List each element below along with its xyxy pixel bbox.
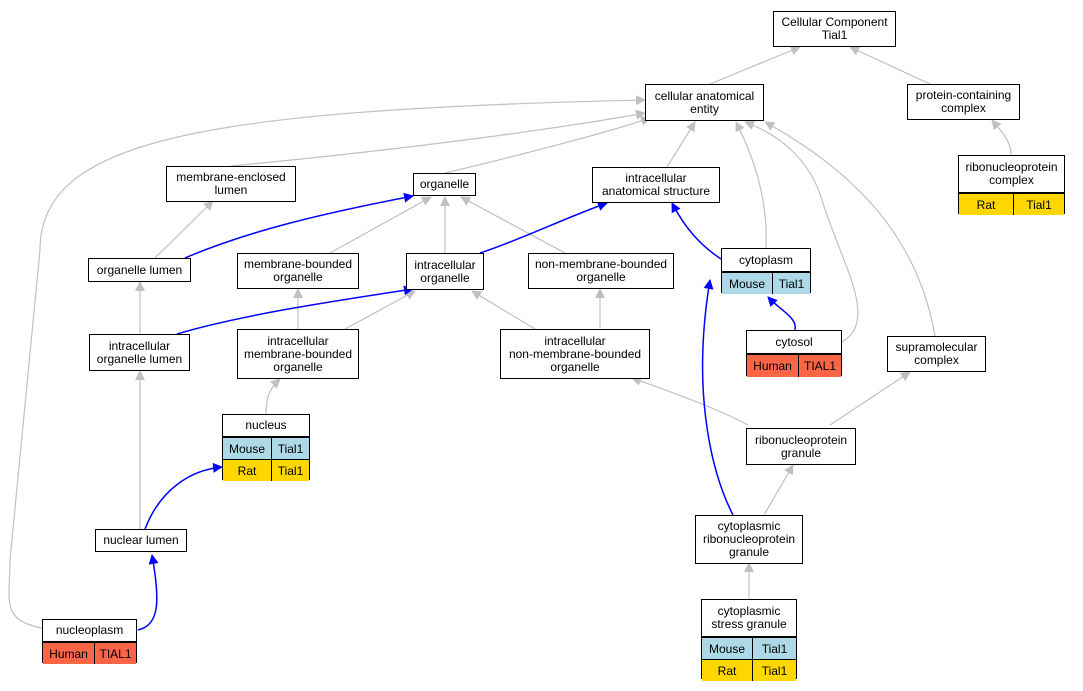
node-label: ribonucleoprotein granule	[754, 432, 848, 460]
species-cell: Mouse	[728, 276, 766, 291]
edge-rnpg-to-inmbo	[631, 376, 749, 426]
edge-nucleoplasm-to-nl-blue	[137, 554, 159, 631]
edge-mel-to-entity	[230, 109, 646, 167]
term-label: ribonucleoprotein complex	[959, 156, 1064, 193]
edge-ias-to-entity	[666, 121, 696, 168]
term-cytoplasmic-stress-granule[interactable]: cytoplasmic stress granule Mouse Tial1 R…	[701, 599, 797, 681]
node-label: intracellular membrane-bounded organelle	[243, 333, 353, 374]
edge-cytosol-to-entity	[744, 120, 859, 343]
node-label: membrane-enclosed lumen	[176, 170, 286, 197]
gene-cell: TIAL1	[798, 355, 841, 377]
edge-cytoplasm-to-entity	[735, 121, 767, 249]
node-nuclear-lumen[interactable]: nuclear lumen	[95, 529, 187, 552]
term-label: cytoplasm	[722, 249, 810, 272]
node-label: intracellular non-membrane-bounded organ…	[508, 333, 642, 374]
node-protein-containing-complex[interactable]: protein-containing complex	[907, 84, 1020, 120]
node-label: cytoplasmic ribonucleoprotein granule	[702, 519, 796, 559]
term-ribonucleoprotein-complex[interactable]: ribonucleoprotein complex Rat Tial1	[958, 155, 1065, 215]
edge-crnpg-to-cytoplasm-blue	[701, 279, 734, 516]
edge-inmbo-to-io	[471, 290, 536, 330]
node-label: intracellular anatomical structure	[601, 171, 711, 198]
node-label: membrane-bounded organelle	[243, 257, 353, 284]
edge-smc-to-entity	[764, 121, 936, 337]
species-cell: Rat	[717, 663, 737, 678]
node-cytoplasmic-ribonucleoprotein-granule[interactable]: cytoplasmic ribonucleoprotein granule	[695, 515, 803, 564]
node-label: non-membrane-bounded organelle	[534, 257, 668, 284]
node-label: organelle	[419, 177, 470, 191]
edge-cytoplasm-to-ias-blue	[671, 202, 722, 260]
species-cell: Rat	[976, 197, 996, 212]
edge-nucleus-to-imbo	[265, 378, 281, 415]
node-intracellular-anatomical-structure[interactable]: intracellular anatomical structure	[592, 167, 720, 203]
edge-ol-to-organelle-blue	[184, 192, 414, 259]
edge-nmbo-to-organelle	[460, 196, 566, 254]
gene-cell: Tial1	[752, 638, 796, 659]
term-cytosol[interactable]: cytosol Human TIAL1	[746, 330, 842, 377]
term-label: cytoplasmic stress granule	[702, 600, 796, 637]
edge-nucleoplasm-to-entity	[8, 95, 646, 629]
edge-cytosol-to-cytoplasm-blue	[767, 296, 796, 331]
node-supramolecular-complex[interactable]: supramolecular complex	[887, 336, 986, 372]
node-label: protein-containing complex	[915, 88, 1012, 115]
node-cellular-anatomical-entity[interactable]: cellular anatomical entity	[645, 84, 764, 121]
edge-io-to-ias-blue	[479, 201, 608, 254]
node-intracellular-non-membrane-bounded-organelle[interactable]: intracellular non-membrane-bounded organ…	[500, 329, 650, 379]
node-cellular-component[interactable]: Cellular Component Tial1	[773, 11, 896, 47]
node-intracellular-organelle-lumen[interactable]: intracellular organelle lumen	[89, 334, 190, 371]
node-intracellular-membrane-bounded-organelle[interactable]: intracellular membrane-bounded organelle	[237, 329, 359, 379]
edge-nl-to-nucleus-blue	[144, 462, 223, 530]
node-ribonucleoprotein-granule[interactable]: ribonucleoprotein granule	[746, 428, 856, 465]
node-membrane-enclosed-lumen[interactable]: membrane-enclosed lumen	[166, 166, 296, 202]
node-intracellular-organelle[interactable]: intracellular organelle	[406, 253, 484, 290]
edge-crnpg-to-rnpg	[763, 464, 794, 516]
term-cytoplasm[interactable]: cytoplasm Mouse Tial1	[721, 248, 811, 294]
node-non-membrane-bounded-organelle[interactable]: non-membrane-bounded organelle	[528, 253, 674, 289]
gene-cell: Tial1	[752, 660, 796, 681]
term-label: cytosol	[747, 331, 841, 354]
term-label: nucleus	[223, 415, 309, 437]
term-nucleoplasm[interactable]: nucleoplasm Human TIAL1	[42, 619, 137, 664]
edge-imbo-to-io	[344, 290, 416, 330]
node-label: Cellular Component Tial1	[781, 15, 888, 42]
species-cell: Mouse	[228, 441, 266, 456]
species-cell: Mouse	[708, 641, 746, 656]
node-label: cellular anatomical entity	[654, 88, 755, 116]
gene-cell: TIAL1	[94, 643, 136, 664]
term-nucleus[interactable]: nucleus Mouse Tial1 Rat Tial1	[222, 414, 310, 481]
edge-mbo-to-organelle	[329, 196, 432, 254]
species-cell: Human	[753, 359, 792, 373]
gene-cell: Tial1	[1013, 194, 1064, 215]
node-organelle-lumen[interactable]: organelle lumen	[88, 258, 191, 282]
species-cell: Rat	[237, 463, 257, 478]
edge-organelle-to-entity	[444, 116, 651, 174]
edge-entity-to-cc	[709, 45, 801, 85]
gene-cell: Tial1	[271, 460, 309, 481]
edge-rnpc-to-pcc	[991, 119, 1012, 156]
edge-rnpg-to-smc	[829, 371, 911, 426]
node-label: supramolecular complex	[895, 340, 978, 367]
node-membrane-bounded-organelle[interactable]: membrane-bounded organelle	[237, 253, 359, 289]
term-label: nucleoplasm	[43, 620, 136, 642]
edge-ol-to-mel	[154, 200, 214, 259]
node-label: organelle lumen	[96, 262, 183, 277]
species-cell: Human	[49, 646, 88, 661]
node-organelle[interactable]: organelle	[413, 173, 476, 196]
gene-cell: Tial1	[271, 438, 309, 459]
node-label: nuclear lumen	[103, 533, 179, 547]
node-label: intracellular organelle	[414, 257, 476, 285]
edge-iol-to-io-blue	[176, 285, 414, 335]
edge-pcc-to-cc	[849, 46, 931, 85]
node-label: intracellular organelle lumen	[96, 338, 183, 366]
gene-cell: Tial1	[772, 273, 810, 294]
